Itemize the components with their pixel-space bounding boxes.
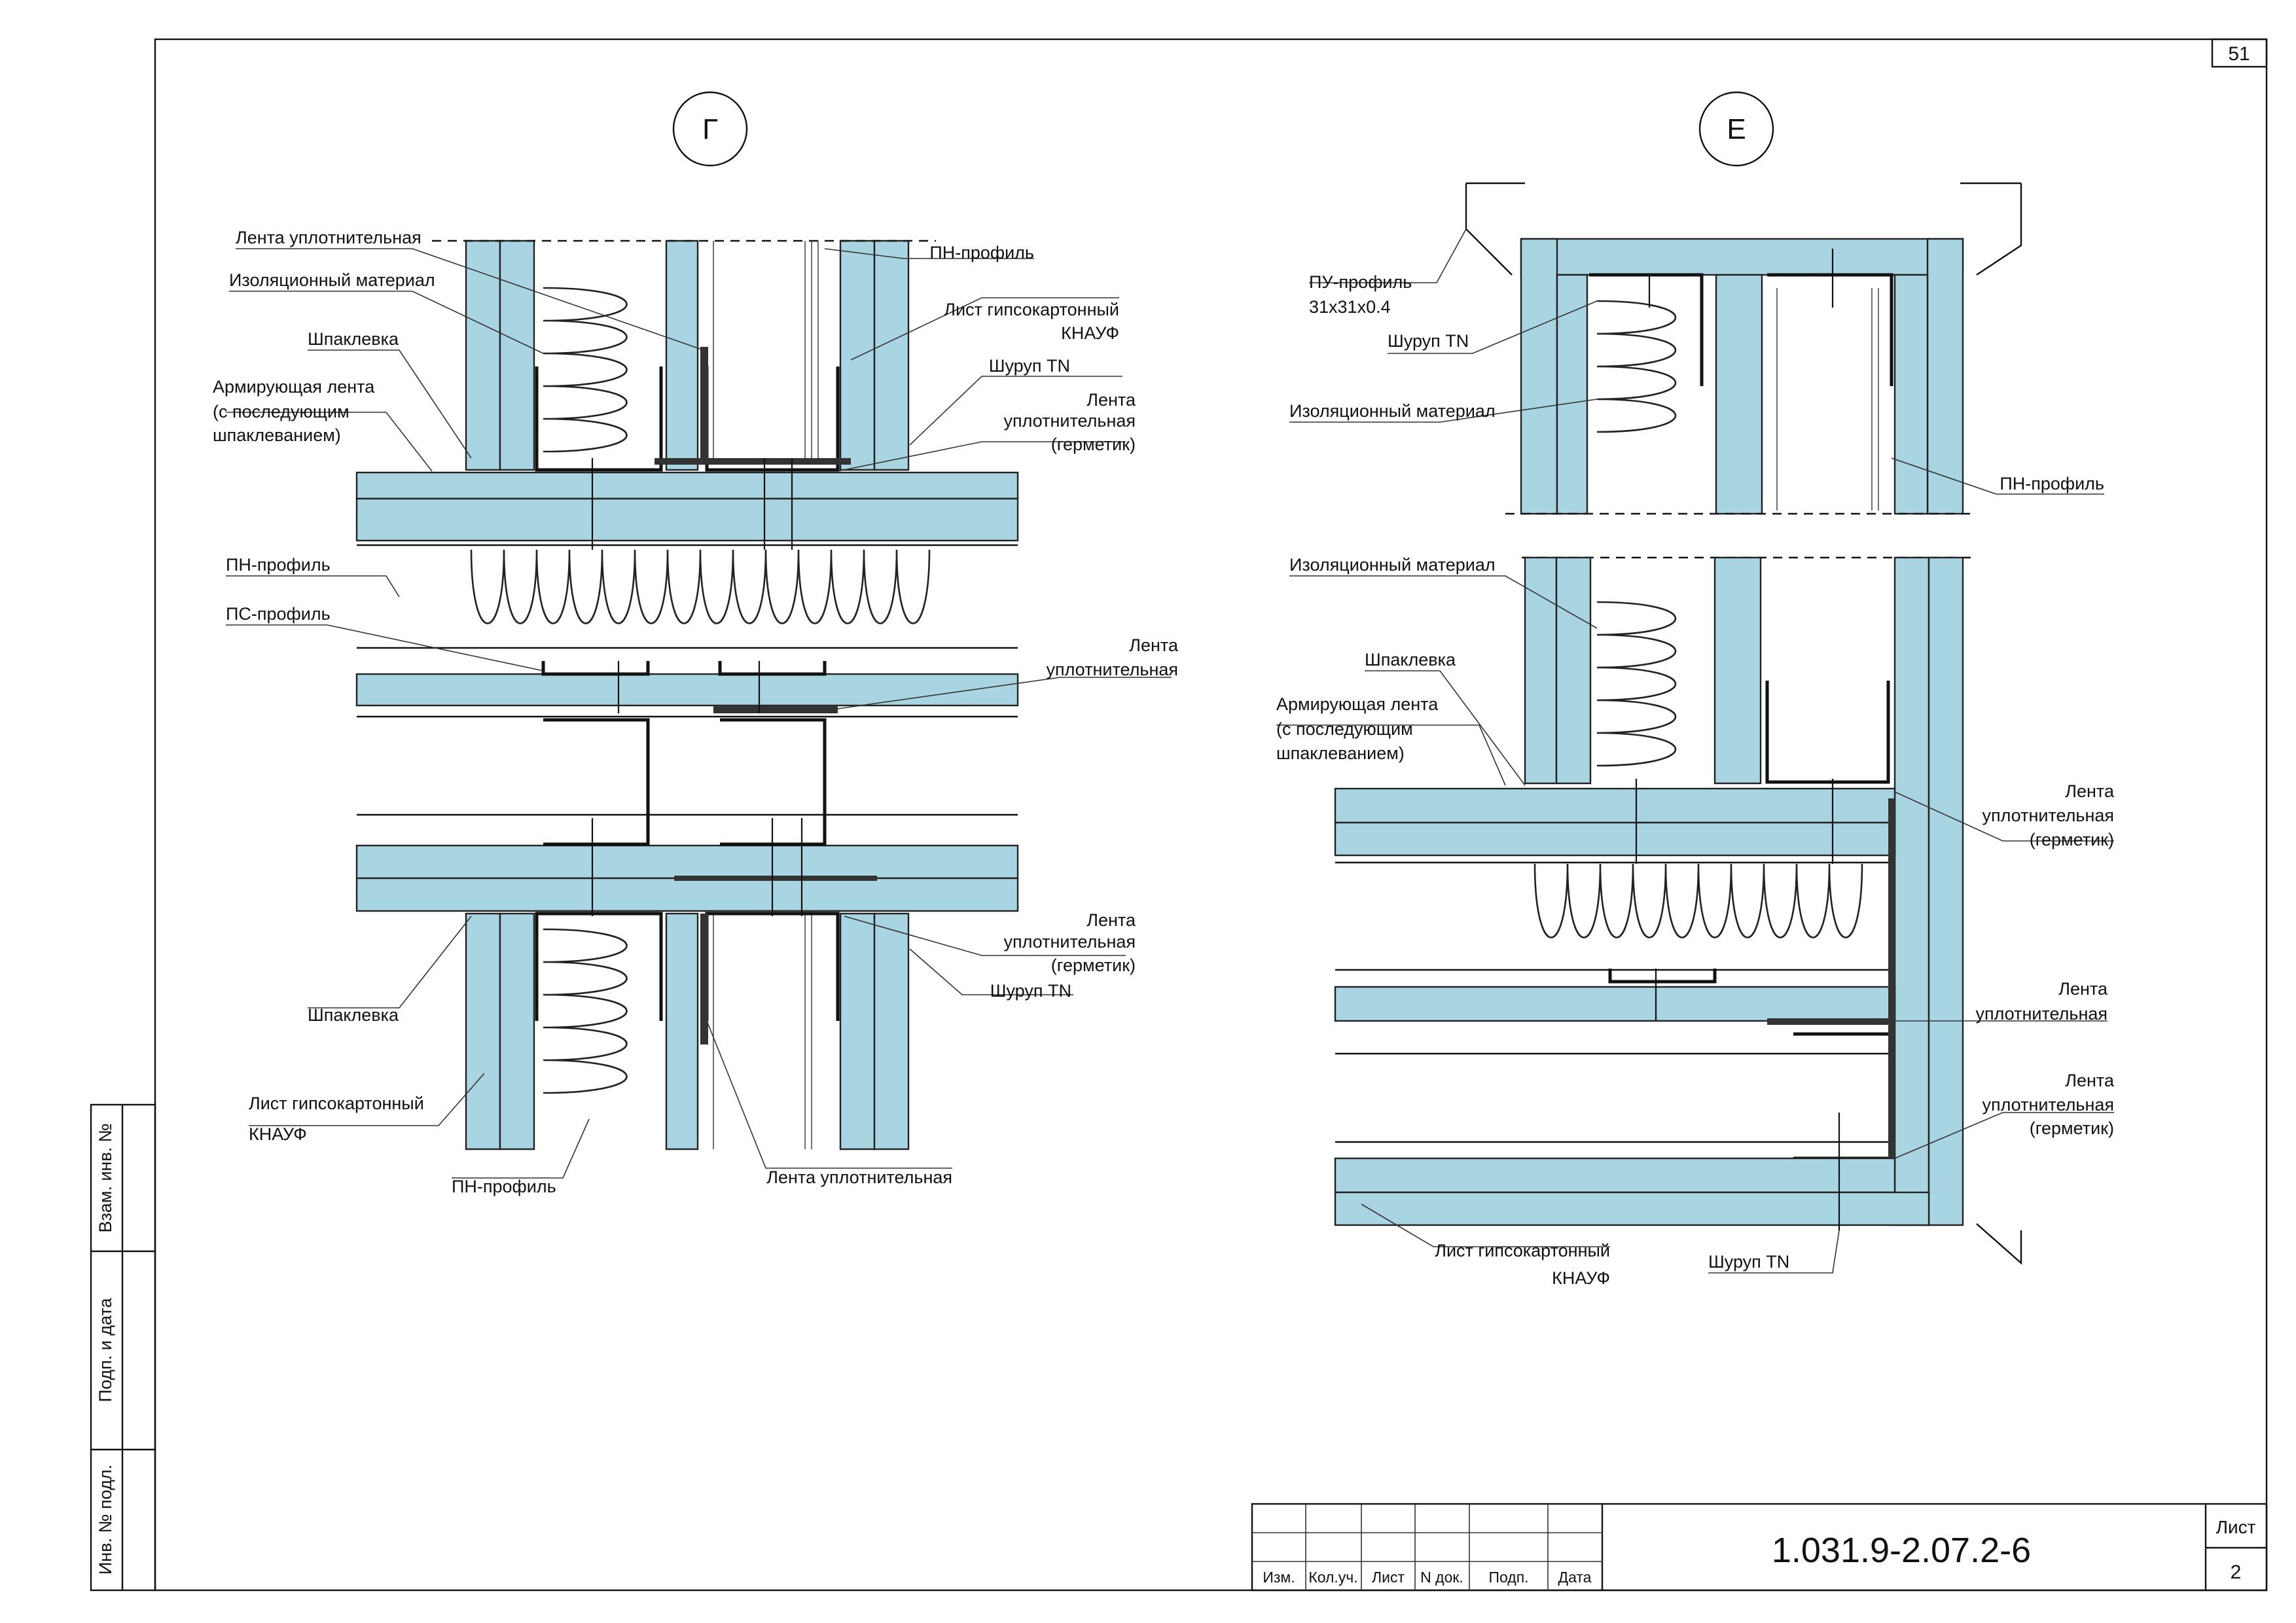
g-label-insulation-top: Изоляционный материал	[229, 270, 435, 290]
detail-e-marker: Е	[1727, 113, 1746, 145]
e-label-insulation-mid: Изоляционный материал	[1289, 555, 1496, 575]
e-label-seal-sealant-2-c: (герметик)	[2030, 1118, 2114, 1138]
board-top-right-a	[839, 240, 876, 471]
e-label-screw-bottom: Шуруп TN	[1708, 1252, 1789, 1272]
side-label-sign-date: Подп. и дата	[96, 1297, 115, 1402]
sheet-frame: 51	[154, 38, 2268, 1592]
col-koluch: Кол.уч.	[1308, 1569, 1357, 1586]
board-top-left-b	[499, 240, 535, 471]
g-label-reinforcing-2: (с последующим	[213, 402, 350, 421]
e-insulation-top	[1592, 288, 1696, 452]
g-label-reinforcing-1: Армирующая лента	[213, 377, 375, 397]
e-label-reinforcing-2: (с последующим	[1276, 719, 1413, 739]
g-label-ps-profile: ПС-профиль	[226, 604, 331, 624]
side-stamp: Взам. инв. № Подп. и дата Инв. № подл.	[90, 1103, 156, 1592]
g-label-screw-bottom: Шуруп TN	[990, 981, 1071, 1001]
e-label-insulation-top: Изоляционный материал	[1289, 401, 1496, 421]
board-top-right-b	[873, 240, 910, 471]
e-insulation-mid	[1594, 589, 1699, 772]
insulation-top	[539, 281, 637, 465]
col-list: Лист	[1372, 1569, 1405, 1586]
col-ndok: N док.	[1420, 1569, 1463, 1586]
g-label-seal-tape-bottom: Лента уплотнительная	[766, 1168, 952, 1187]
g-label-pn-profile-top: ПН-профиль	[929, 243, 1034, 262]
e-label-pn-profile: ПН-профиль	[2000, 474, 2104, 493]
g-label-gypsum-top-1: Лист гипсокартонный	[944, 300, 1119, 319]
board-top-mid-a	[665, 240, 699, 471]
g-label-seal-sealant-top-1: Лента	[1086, 390, 1136, 410]
e-label-gypsum-1: Лист гипсокартонный	[1435, 1241, 1610, 1260]
detail-g-marker: Г	[702, 113, 718, 145]
e-label-screw-top: Шуруп TN	[1388, 331, 1469, 351]
e-label-gypsum-2: КНАУФ	[1552, 1268, 1610, 1288]
g-label-gypsum-top-2: КНАУФ	[1061, 323, 1119, 343]
g-label-seal-tape-top: Лента уплотнительная	[236, 228, 422, 247]
e-label-pu-profile-1: ПУ-профиль	[1309, 272, 1412, 292]
g-label-reinforcing-3: шпаклеванием)	[213, 425, 341, 445]
e-label-seal-sealant-1-a: Лента	[2065, 781, 2115, 801]
detail-e: Е	[1276, 91, 2115, 1288]
e-label-reinforcing-1: Армирующая лента	[1276, 694, 1439, 714]
g-label-putty-bottom: Шпаклевка	[308, 1005, 399, 1025]
e-label-pu-profile-2: 31x31x0.4	[1309, 297, 1391, 317]
e-label-seal-1: Лента	[2058, 979, 2108, 999]
g-label-seal-sealant-bottom-2: уплотнительная	[1003, 932, 1136, 952]
top-sheet-number: 51	[2228, 43, 2250, 65]
document-designation: 1.031.9-2.07.2-6	[1772, 1531, 2031, 1570]
g-label-seal-sealant-top-2: уплотнительная	[1003, 411, 1136, 431]
g-label-gypsum-bottom-1: Лист гипсокартонный	[249, 1094, 424, 1113]
e-label-putty: Шпаклевка	[1365, 650, 1456, 669]
insulation-middle	[470, 549, 931, 624]
g-label-seal-sealant-bottom-3: (герметик)	[1051, 955, 1136, 975]
side-label-inventory: Инв. № подл.	[96, 1465, 115, 1575]
e-label-seal-sealant-2-a: Лента	[2065, 1071, 2115, 1090]
g-label-seal-mid-2: уплотнительная	[1046, 660, 1178, 679]
board-top-left-a	[465, 240, 501, 471]
g-label-seal-sealant-bottom-1: Лента	[1086, 910, 1136, 930]
col-podp: Подп.	[1488, 1569, 1528, 1586]
g-label-gypsum-bottom-2: КНАУФ	[249, 1124, 307, 1144]
side-label-replace: Взам. инв. №	[96, 1123, 115, 1232]
title-block: Изм. Кол.уч. Лист N док. Подп. Дата 1.03…	[1251, 1503, 2268, 1592]
e-insulation-horizontal	[1534, 863, 1863, 938]
g-label-screw-top: Шуруп TN	[989, 356, 1070, 376]
e-label-seal-2: уплотнительная	[1975, 1004, 2108, 1024]
e-label-seal-sealant-2-b: уплотнительная	[1982, 1095, 2114, 1115]
insulation-bottom	[539, 916, 637, 1113]
g-label-pn-profile-mid: ПН-профиль	[226, 555, 331, 575]
e-label-seal-sealant-1-c: (герметик)	[2030, 830, 2114, 849]
list-number: 2	[2231, 1561, 2242, 1583]
g-label-seal-sealant-top-3: (герметик)	[1051, 435, 1136, 454]
g-label-putty-top: Шпаклевка	[308, 329, 399, 349]
detail-g: Г	[213, 91, 1179, 1196]
e-label-reinforcing-3: шпаклеванием)	[1276, 743, 1405, 763]
e-label-seal-sealant-1-b: уплотнительная	[1982, 806, 2114, 825]
col-izm: Изм.	[1263, 1569, 1295, 1586]
list-label: Лист	[2216, 1517, 2256, 1537]
g-label-seal-mid-1: Лента	[1129, 635, 1179, 655]
g-label-pn-profile-bottom: ПН-профиль	[452, 1177, 556, 1196]
col-data: Дата	[1558, 1569, 1592, 1586]
